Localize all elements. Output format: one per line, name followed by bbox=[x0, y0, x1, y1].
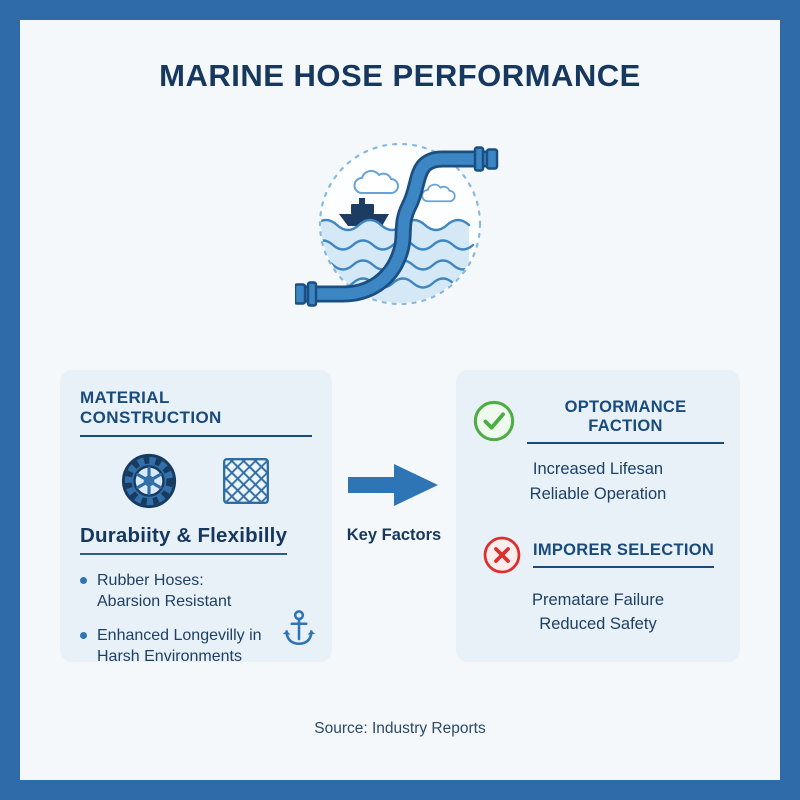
check-icon bbox=[472, 399, 516, 443]
bullet-dot bbox=[80, 577, 87, 584]
source-note: Source: Industry Reports bbox=[314, 720, 486, 737]
bullet-line: Enhanced Longevilly in bbox=[97, 627, 262, 645]
positive-result-block: OPTORMANCE FACTION Increased Lifesan Rel… bbox=[472, 398, 724, 507]
positive-heading: OPTORMANCE FACTION bbox=[527, 398, 724, 444]
hose-ship-icon bbox=[295, 142, 499, 307]
list-item: Rubber Hoses: Abarsion Resistant bbox=[80, 570, 312, 612]
positive-text: Increased Lifesan Reliable Operation bbox=[472, 457, 724, 507]
negative-result-block: IMPORER SELECTION Prematare Failure Redu… bbox=[472, 535, 724, 638]
negative-text: Prematare Failure Reduced Safety bbox=[472, 588, 724, 638]
cross-icon bbox=[482, 535, 522, 575]
bullet-line: Harsh Environments bbox=[97, 648, 242, 666]
page-title: MARINE HOSE PERFORMANCE bbox=[159, 58, 641, 93]
result-line: Prematare Failure bbox=[531, 590, 665, 609]
performance-panel: OPTORMANCE FACTION Increased Lifesan Rel… bbox=[456, 370, 740, 662]
right-arrow-icon bbox=[348, 464, 438, 506]
cloud-icon bbox=[353, 169, 399, 194]
bullet-list: Rubber Hoses: Abarsion Resistant Enhance… bbox=[80, 570, 312, 667]
list-item: Enhanced Longevilly in Harsh Environment… bbox=[80, 625, 312, 667]
material-icons-row bbox=[80, 452, 312, 510]
arrow-label: Key Factors bbox=[346, 526, 442, 544]
hose-pipe-icon bbox=[295, 146, 499, 307]
material-construction-panel: MATERIAL CONSTRUCTION bbox=[60, 370, 332, 665]
result-line: Reduced Safety bbox=[539, 615, 657, 634]
tire-icon bbox=[120, 452, 178, 510]
negative-heading: IMPORER SELECTION bbox=[532, 541, 715, 568]
result-line: Reliable Operation bbox=[529, 484, 667, 503]
marine-hose-illustration bbox=[20, 126, 780, 316]
bullet-dot bbox=[80, 632, 87, 640]
left-panel-subheading: Durabiity & Flexibilly bbox=[80, 524, 288, 555]
result-line: Increased Lifesan bbox=[532, 460, 664, 478]
mesh-icon bbox=[220, 455, 272, 507]
content-row: MATERIAL CONSTRUCTION bbox=[20, 370, 780, 665]
key-factors-column: Key Factors bbox=[332, 370, 456, 662]
left-panel-heading: MATERIAL CONSTRUCTION bbox=[80, 388, 312, 437]
bullet-line: Rubber Hoses: bbox=[97, 572, 204, 589]
anchor-icon bbox=[282, 608, 316, 648]
bullet-line: Abarsion Resistant bbox=[97, 593, 232, 611]
